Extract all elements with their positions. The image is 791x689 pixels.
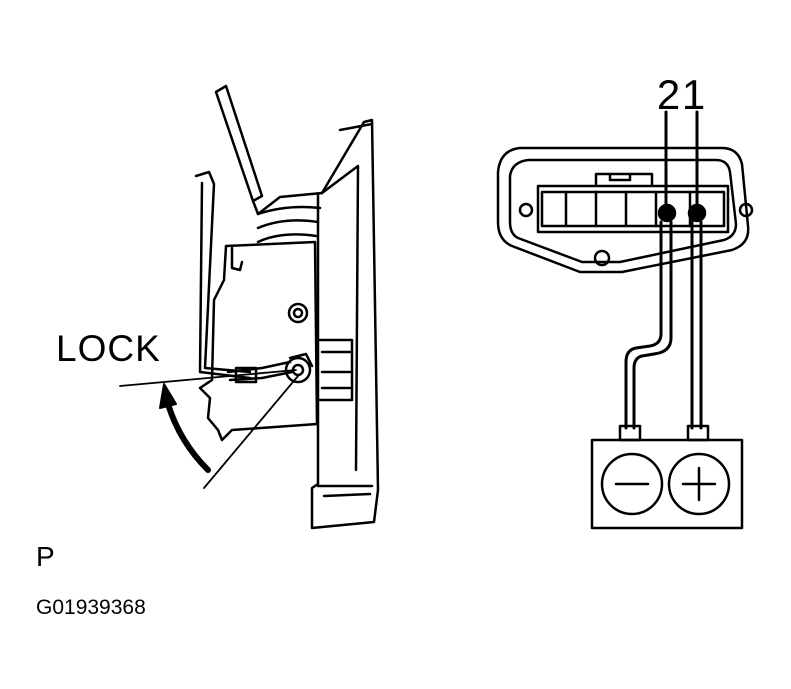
terminal-2: [657, 203, 677, 223]
terminal-2-label: 2: [656, 71, 681, 118]
battery: [590, 424, 744, 530]
connector-face: [496, 146, 754, 274]
terminal-1: [687, 203, 707, 223]
positive-terminal-icon: [667, 452, 731, 516]
negative-terminal-icon: [600, 452, 664, 516]
terminal-1-label: 1: [681, 71, 706, 118]
door-lock-assembly: [119, 84, 380, 530]
lead-wires: [624, 220, 703, 430]
view-label: P: [36, 541, 55, 572]
terminal-number-labels: 21: [656, 74, 706, 116]
lock-direction-label: LOCK: [56, 328, 161, 369]
figure-code: G01939368: [36, 596, 146, 619]
